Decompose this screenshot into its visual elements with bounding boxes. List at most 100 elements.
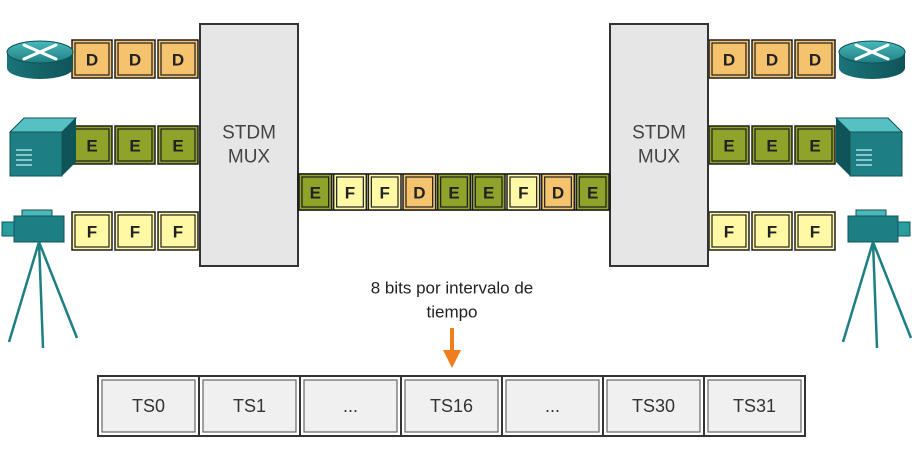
cell-box <box>575 173 610 211</box>
cell-box <box>332 173 368 211</box>
cell-inner-frame <box>711 214 747 248</box>
cell-label: E <box>809 137 820 156</box>
right-stream-cell: F <box>708 211 750 251</box>
left-stream-cell: F <box>71 211 113 251</box>
right-stream-cell: D <box>794 39 836 79</box>
left-stream-cell: D <box>71 39 113 79</box>
cell-label: D <box>766 51 778 70</box>
cell-inner-frame <box>405 176 434 208</box>
link-cell: E <box>436 173 472 211</box>
caption-line1: 8 bits por intervalo de <box>371 279 534 298</box>
right-stream-cell: F <box>794 211 836 251</box>
cell-inner-frame <box>301 176 330 208</box>
cell-box <box>540 173 576 211</box>
cell-inner-frame <box>474 176 503 208</box>
cell-inner-frame <box>797 42 833 76</box>
right-stream-cell: E <box>751 125 793 165</box>
left-stream-cell: D <box>157 39 199 79</box>
cell-box <box>157 39 199 79</box>
mux-label-line2: MUX <box>638 147 681 168</box>
timeslot-inner-box <box>505 379 600 433</box>
right-stream-cell: F <box>751 211 793 251</box>
cell-label: D <box>172 51 184 70</box>
cell-box <box>708 39 750 79</box>
cell-inner-frame <box>797 214 833 248</box>
timeslot-label: ... <box>545 396 560 416</box>
cell-box <box>114 125 156 165</box>
cell-box <box>367 173 402 211</box>
cell-inner-frame <box>711 42 747 76</box>
timeslot-label: TS31 <box>733 396 776 416</box>
timeslot: TS16 <box>400 375 503 437</box>
cell-box <box>298 173 333 211</box>
right-router-icon <box>838 40 906 79</box>
left-stream-cell: D <box>114 39 156 79</box>
timeslot-label: ... <box>343 396 358 416</box>
tripod-leg <box>841 241 875 343</box>
server-side <box>62 118 76 176</box>
timeslot-label: TS1 <box>233 396 266 416</box>
camera-lens <box>1 221 15 237</box>
tripod-leg <box>37 241 79 339</box>
timeslot: ... <box>501 375 604 437</box>
cell-box <box>751 39 793 79</box>
mux-box <box>199 23 299 267</box>
cell-label: F <box>379 184 389 203</box>
left-stream-cell: E <box>157 125 199 165</box>
cell-inner-frame <box>754 128 790 162</box>
cell-label: D <box>129 51 141 70</box>
camera-lens <box>897 221 911 237</box>
cell-label: F <box>518 184 528 203</box>
server-front <box>849 131 903 177</box>
cell-box <box>114 39 156 79</box>
cell-box <box>794 211 836 251</box>
cell-label: E <box>587 184 598 203</box>
cell-box <box>794 125 836 165</box>
timeslot-inner-box <box>606 379 701 433</box>
server-side <box>836 118 850 176</box>
timeslot: TS31 <box>703 375 806 437</box>
timeslot-inner-box <box>101 379 196 433</box>
left-camera-icon <box>1 209 79 349</box>
cell-label: F <box>173 223 183 242</box>
cell-label: E <box>129 137 140 156</box>
cell-box <box>751 211 793 251</box>
cell-box <box>436 173 472 211</box>
left-stream-cell: F <box>157 211 199 251</box>
arrow-head <box>443 350 461 368</box>
timeslot-inner-box <box>404 379 499 433</box>
cell-box <box>794 39 836 79</box>
cell-label: D <box>86 51 98 70</box>
link-cell: D <box>402 173 437 211</box>
timeslot: ... <box>299 375 402 437</box>
cell-inner-frame <box>509 176 538 208</box>
timeslot-label: TS16 <box>430 396 473 416</box>
cell-box <box>114 211 156 251</box>
cell-label: E <box>483 184 494 203</box>
tripod-leg <box>871 241 879 349</box>
camera-body <box>847 215 899 243</box>
link-cell: F <box>367 173 402 211</box>
cell-label: F <box>345 184 355 203</box>
cell-inner-frame <box>578 176 607 208</box>
cell-label: D <box>723 51 735 70</box>
right-server-icon <box>834 117 904 177</box>
server-front <box>9 131 63 177</box>
mux-label-line1: STDM <box>632 123 686 144</box>
cell-label: E <box>172 137 183 156</box>
timeslot: TS0 <box>97 375 200 437</box>
cell-inner-frame <box>370 176 399 208</box>
link-cell: D <box>540 173 576 211</box>
timeslot-inner-box <box>202 379 297 433</box>
cell-label: E <box>766 137 777 156</box>
timeslot: TS30 <box>602 375 705 437</box>
cell-inner-frame <box>117 42 153 76</box>
cell-label: F <box>724 223 734 242</box>
